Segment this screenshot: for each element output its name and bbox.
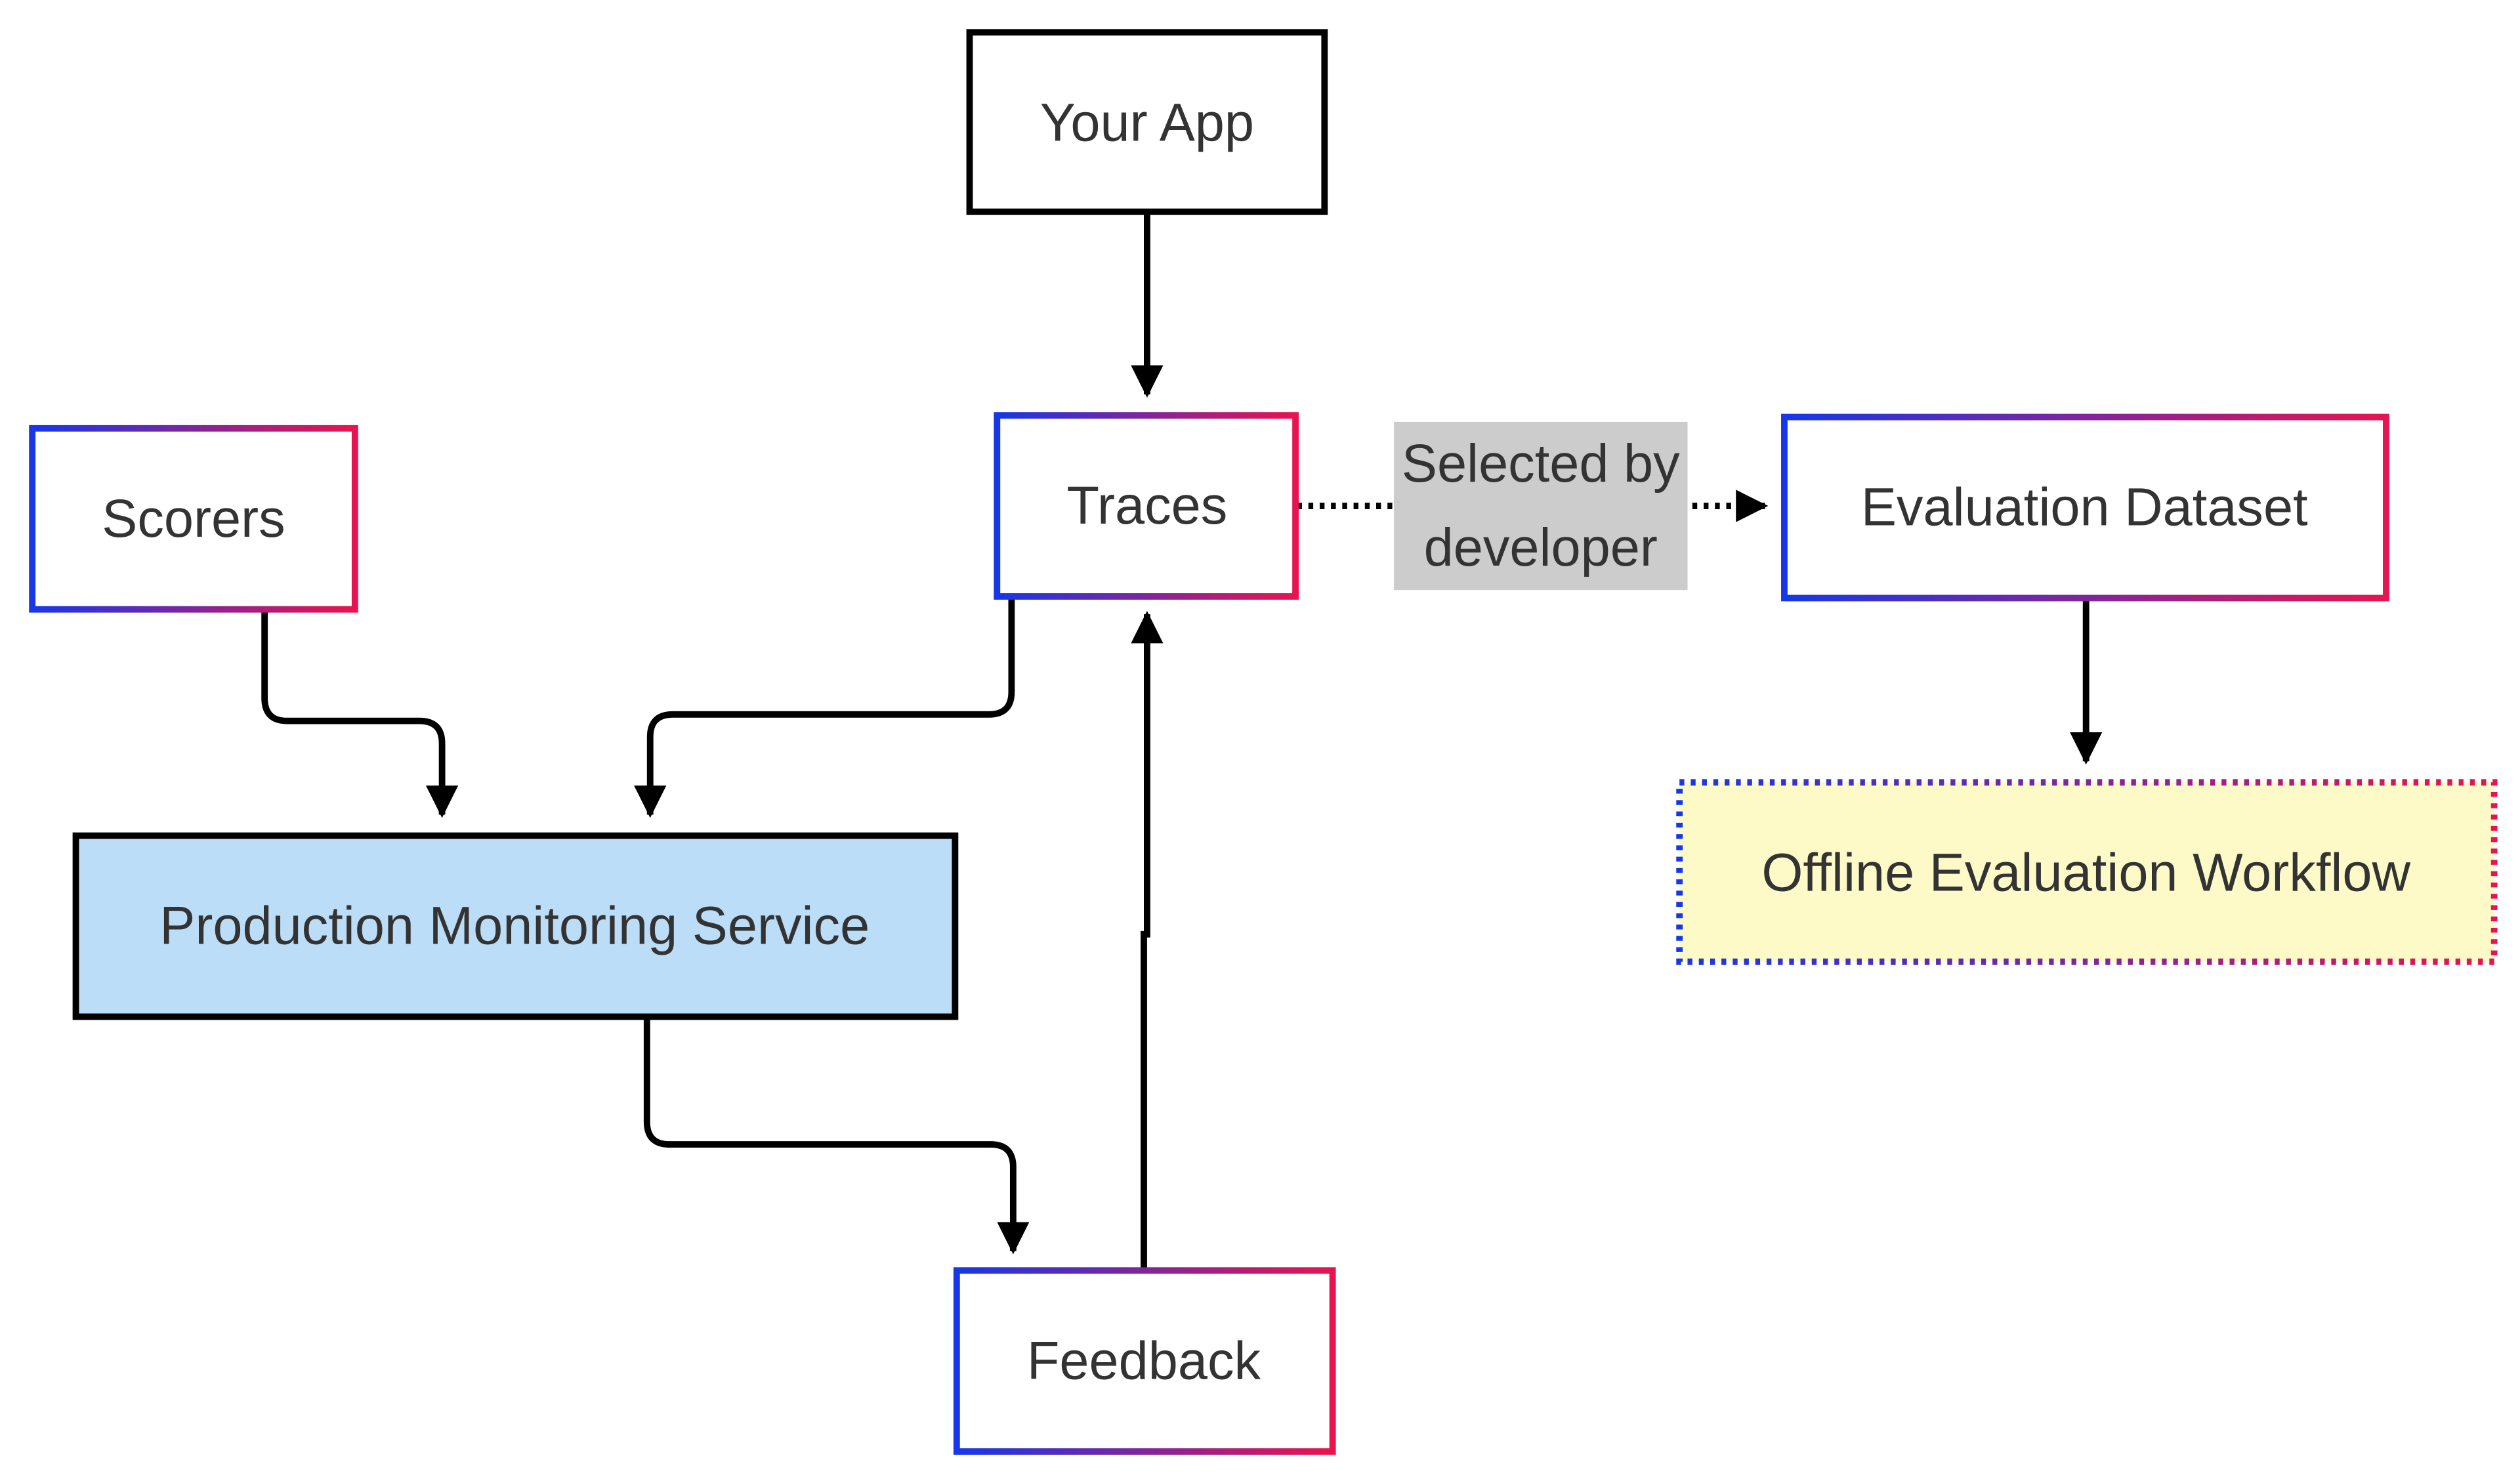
node-traces-label: Traces — [1066, 476, 1227, 535]
edge-label-line-1: Selected by — [1402, 434, 1680, 493]
node-scorers-label: Scorers — [102, 489, 285, 549]
arrow-feedback-to-traces — [1131, 611, 1164, 1271]
node-feedback-label: Feedback — [1027, 1331, 1261, 1390]
node-evaluation-dataset-label: Evaluation Dataset — [1861, 478, 2308, 537]
node-production-monitoring-label: Production Monitoring Service — [159, 896, 870, 956]
node-offline-evaluation-label: Offline Evaluation Workflow — [1761, 843, 2410, 902]
node-evaluation-dataset[interactable]: Evaluation Dataset — [1781, 413, 2389, 602]
node-your-app-label: Your App — [1040, 93, 1254, 152]
node-feedback[interactable]: Feedback — [953, 1267, 1336, 1455]
edge-label-background — [1394, 421, 1688, 591]
arrow-traces-to-monitoring — [634, 598, 1015, 818]
arrow-monitoring-to-feedback — [643, 1018, 1030, 1255]
node-your-app[interactable]: Your App — [966, 29, 1328, 215]
node-traces[interactable]: Traces — [994, 412, 1299, 600]
node-scorers[interactable]: Scorers — [29, 425, 358, 613]
node-production-monitoring[interactable]: Production Monitoring Service — [72, 832, 959, 1020]
node-offline-evaluation[interactable]: Offline Evaluation Workflow — [1676, 779, 2498, 965]
edge-label-selected-by-developer: Selected by developer — [1394, 421, 1688, 591]
arrow-scorers-to-monitoring — [261, 611, 459, 818]
connector-layer — [261, 213, 2103, 1271]
edge-label-line-2: developer — [1424, 518, 1658, 577]
